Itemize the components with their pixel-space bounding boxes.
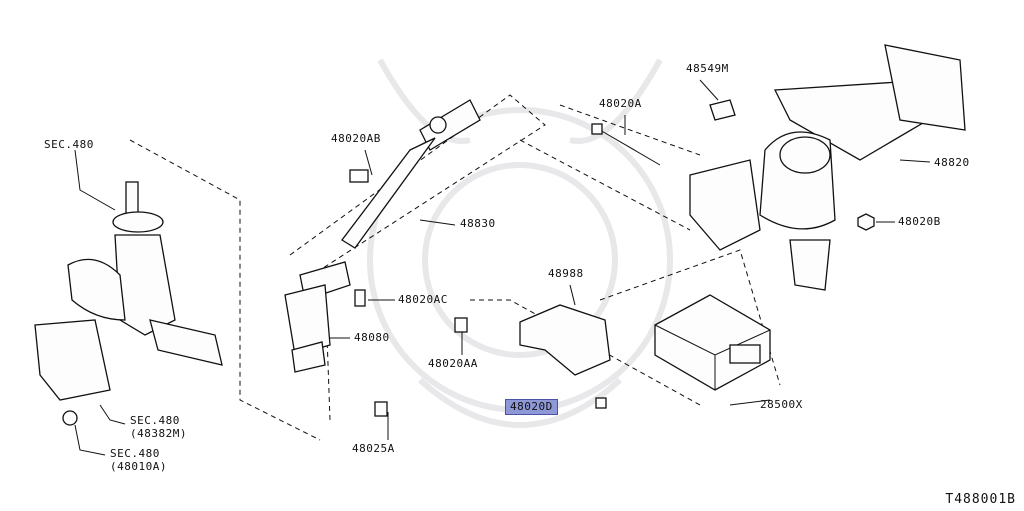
label-sec480-48382M: SEC.480 — [130, 414, 180, 427]
label-48830: 48830 — [460, 217, 496, 230]
universal-joint-48080 — [284, 261, 351, 373]
label-sec480-48010A: SEC.480 — [110, 447, 160, 460]
label-sec480-top: SEC.480 — [44, 138, 94, 151]
steering-column-assembly-48820 — [689, 44, 966, 291]
label-48025A: 48025A — [352, 442, 395, 455]
label-48020AB: 48020AB — [331, 132, 381, 145]
label-48020AA: 48020AA — [428, 357, 478, 370]
label-28500X: 28500X — [760, 398, 803, 411]
bracket-48988 — [519, 304, 611, 376]
label-48020AC: 48020AC — [398, 293, 448, 306]
label-48549M: 48549M — [686, 62, 729, 75]
label-48382M: (48382M) — [130, 427, 187, 440]
control-unit-28500X — [654, 294, 771, 391]
label-48020A: 48020A — [599, 97, 642, 110]
watermark-emblem — [367, 58, 673, 428]
label-48020D-highlighted[interactable]: 48020D — [505, 399, 558, 415]
label-48988: 48988 — [548, 267, 584, 280]
diagram-code: T488001B — [945, 492, 1016, 507]
label-48020B: 48020B — [898, 215, 941, 228]
label-48010A: (48010A) — [110, 460, 167, 473]
dashed-guide-lines — [129, 94, 781, 441]
label-48080: 48080 — [354, 331, 390, 344]
bolts — [349, 123, 875, 417]
leader-lines — [74, 79, 931, 456]
label-48820: 48820 — [934, 156, 970, 169]
steering-gear-housing — [34, 181, 223, 426]
intermediate-shaft-48830 — [341, 99, 481, 249]
